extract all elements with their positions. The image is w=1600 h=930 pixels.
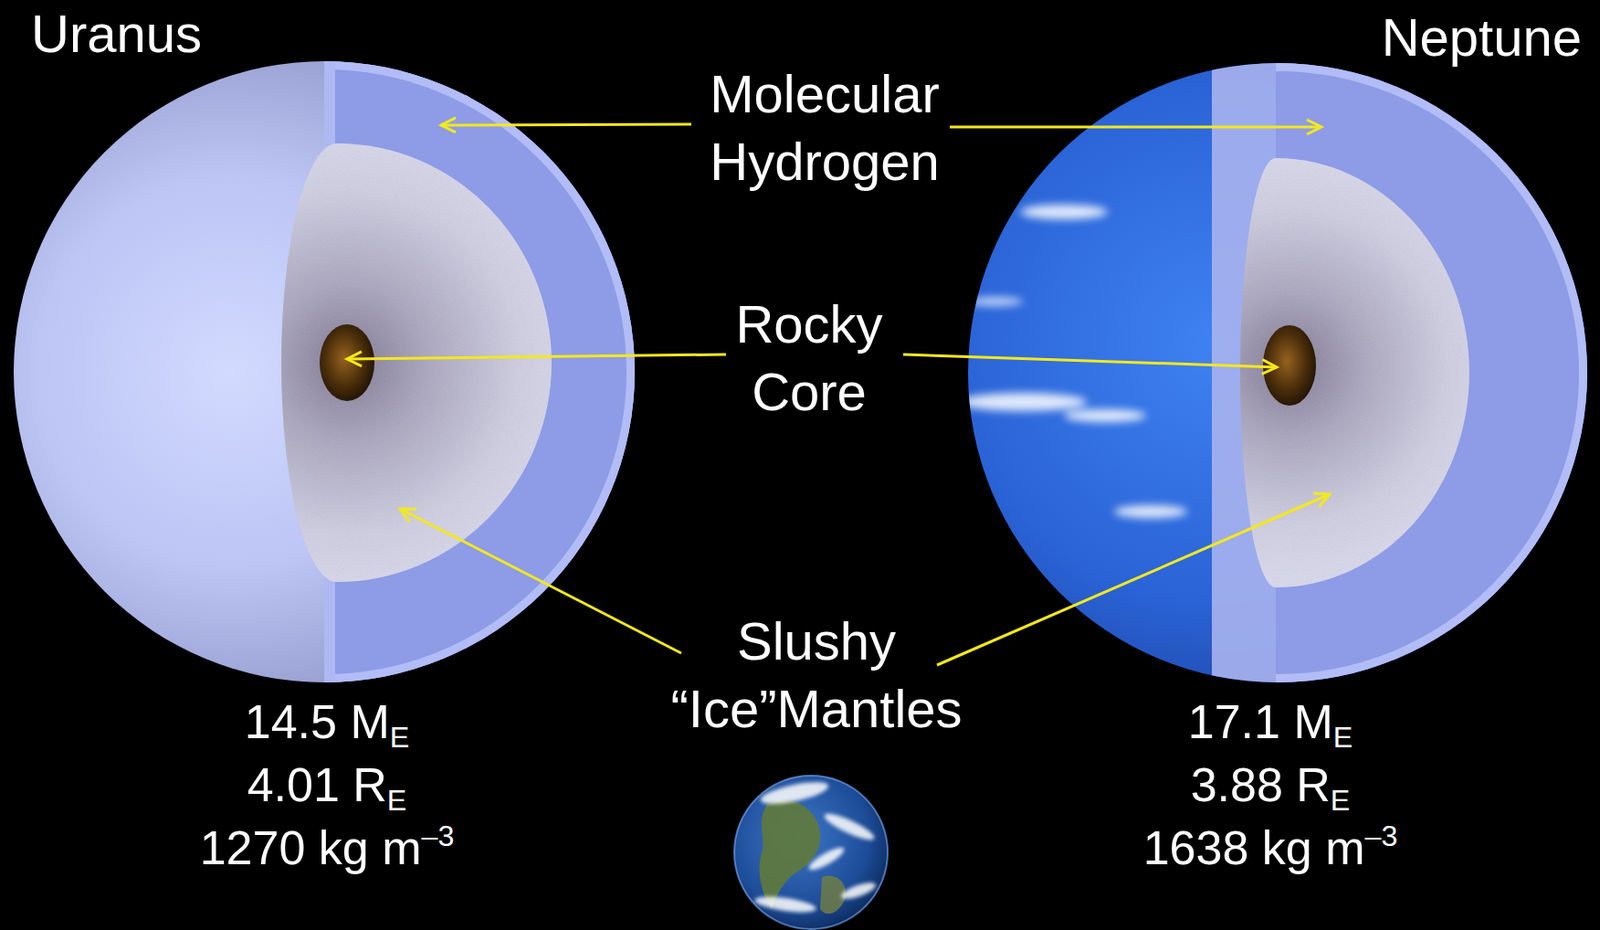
planet-name: Uranus — [31, 3, 202, 64]
mantle-texture — [1232, 150, 1475, 594]
planet-stats: 17.1 ME3.88 RE1638 kg m–3 — [1078, 693, 1463, 883]
planet-name-box: Uranus — [31, 3, 202, 65]
stat-line: 3.88 RE — [1078, 756, 1463, 820]
subscript: E — [387, 783, 408, 817]
stat-line: 17.1 ME — [1078, 693, 1463, 757]
mantle-texture — [273, 136, 558, 590]
rocky-core — [1263, 325, 1316, 406]
subscript: E — [1330, 783, 1351, 817]
stat-value: 1638 kg m — [1143, 821, 1366, 874]
stat-value: 3.88 R — [1190, 757, 1331, 811]
stat-line: 4.01 RE — [135, 756, 519, 820]
hydrogen-rim — [1275, 66, 1584, 679]
uranus-cutaway — [13, 54, 640, 695]
leader-line — [936, 494, 1330, 665]
superscript: –3 — [1364, 819, 1398, 853]
leader-line — [400, 508, 682, 653]
superscript: –3 — [421, 819, 454, 853]
planet-name-box: Neptune — [1381, 7, 1582, 69]
callout-box: Slushy “Ice”Mantles — [652, 607, 981, 743]
callout-box: Molecular Hydrogen — [678, 60, 971, 196]
rocky-core — [319, 324, 375, 401]
leader-lines — [347, 124, 1330, 665]
stat-value: 14.5 M — [244, 694, 390, 748]
planet-stats: 14.5 ME4.01 RE1270 kg m–3 — [135, 693, 519, 883]
callout-label: Rocky Core — [735, 294, 883, 422]
leader-line — [441, 124, 692, 126]
stat-line: 1638 kg m–3 — [1078, 819, 1463, 883]
stat-value: 17.1 M — [1188, 694, 1334, 748]
earth-picture — [734, 775, 888, 929]
callout-box: Rocky Core — [708, 290, 910, 426]
neptune-cutaway — [958, 54, 1600, 695]
planet-name: Neptune — [1381, 7, 1582, 67]
callout-label: Slushy “Ice”Mantles — [670, 610, 962, 738]
callout-label: Molecular Hydrogen — [709, 63, 939, 191]
hydrogen-rim — [324, 64, 632, 679]
subscript: E — [389, 720, 411, 754]
stat-line: 14.5 ME — [135, 693, 519, 757]
leader-line — [903, 354, 1277, 368]
stat-value: 4.01 R — [247, 757, 388, 811]
stat-value: 1270 kg m — [200, 821, 422, 874]
subscript: E — [1333, 720, 1354, 754]
leader-line — [347, 354, 727, 359]
leader-line — [949, 126, 1322, 129]
stat-line: 1270 kg m–3 — [135, 819, 519, 883]
